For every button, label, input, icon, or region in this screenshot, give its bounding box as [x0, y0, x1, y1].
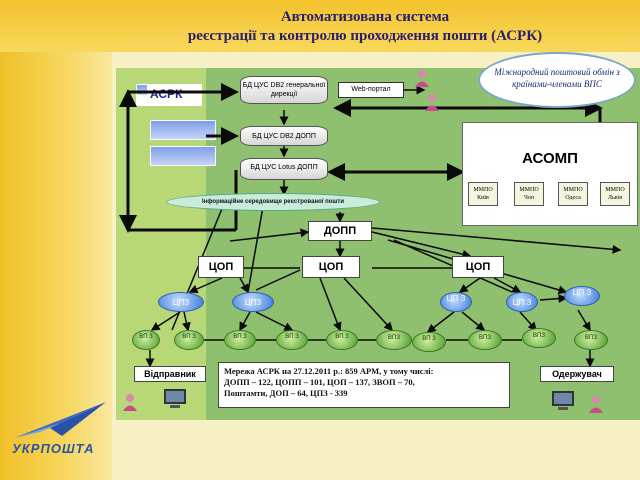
left-decorative-stripe	[0, 0, 112, 480]
receiver-person-icon	[589, 396, 603, 413]
network-stats-line-1: Мережа АСРК на 27.12.2011 р.: 859 АРМ, у…	[224, 366, 434, 376]
cop-node-3: ЦОП	[452, 256, 504, 278]
asomp-box	[462, 122, 638, 226]
vp-node-1: ВП З	[132, 330, 160, 350]
vp-node-9: ВПЗ	[522, 328, 556, 348]
vp-node-5: ВП З	[326, 330, 358, 350]
vp-node-10: ВПЗ	[574, 330, 608, 350]
network-stats-line-2: ДОПП – 122, ЦОПП – 101, ЦОП – 137, ЗВОП …	[224, 377, 415, 387]
blue-block-1	[150, 120, 216, 140]
db-dopp-db2: БД ЦУС DB2 ДОПП	[240, 126, 328, 146]
cpz-node-4: ЦП З	[506, 292, 538, 312]
ukrposhta-logo-icon	[14, 402, 106, 438]
operator-person-icon	[425, 94, 439, 111]
web-portal: Web-портал	[338, 82, 404, 98]
vp-node-7: ВП З	[412, 332, 446, 352]
sender-label: Відправник	[134, 366, 206, 382]
network-stats-box: Мережа АСРК на 27.12.2011 р.: 859 АРМ, у…	[218, 362, 510, 408]
cpz-node-2: ЦПЗ	[232, 292, 274, 312]
cpz-node-1: ЦПЗ	[158, 292, 204, 312]
db-dopp-lotus: БД ЦУС Lotus ДОПП	[240, 158, 328, 180]
vp-node-3: ВП З	[224, 330, 256, 350]
international-exchange-cloud: Міжнародний поштовий обмін з країнами-чл…	[478, 52, 636, 108]
info-environment-ellipse: Інформаційне середовище реєстрованої пош…	[166, 193, 380, 211]
ukrposhta-logo-text: УКРПОШТА	[12, 441, 95, 456]
operator-person-icon	[415, 70, 429, 87]
mmpo-chop: ММПО Чоп	[514, 182, 544, 206]
vp-node-8: ВПЗ	[468, 330, 502, 350]
sender-computer-icon	[164, 389, 186, 408]
sender-person-icon	[123, 394, 137, 411]
blue-block-2	[150, 146, 216, 166]
mmpo-kyiv: ММПО Київ	[468, 182, 498, 206]
vp-node-2: ВП З	[174, 330, 204, 350]
title-line-2: реєстрації та контролю проходження пошти…	[187, 28, 543, 44]
network-stats-line-3: Поштамти, ДОП – 64, ЦПЗ - 339	[224, 388, 348, 398]
dopp-node: ДОПП	[308, 221, 372, 241]
asomp-title: АСОМП	[522, 150, 578, 167]
vp-node-6: ВПЗ	[376, 330, 412, 350]
page-title: Автоматизована система реєстрації та кон…	[130, 8, 600, 46]
cpz-node-3: ЦП З	[440, 292, 472, 312]
cpz-node-5: ЦП З	[564, 286, 600, 306]
cop-node-1: ЦОП	[198, 256, 244, 278]
cop-node-2: ЦОП	[302, 256, 360, 278]
mmpo-odesa: ММПО Одеса	[558, 182, 588, 206]
title-bar	[0, 0, 640, 52]
vp-node-4: ВП З	[276, 330, 308, 350]
db-general-directorate: БД ЦУС DB2 генеральної дирекції	[240, 76, 328, 104]
mmpo-lviv: ММПО Львів	[600, 182, 630, 206]
receiver-label: Одержувач	[540, 366, 614, 382]
receiver-computer-icon	[552, 391, 574, 410]
title-line-1: Автоматизована система	[280, 9, 450, 25]
